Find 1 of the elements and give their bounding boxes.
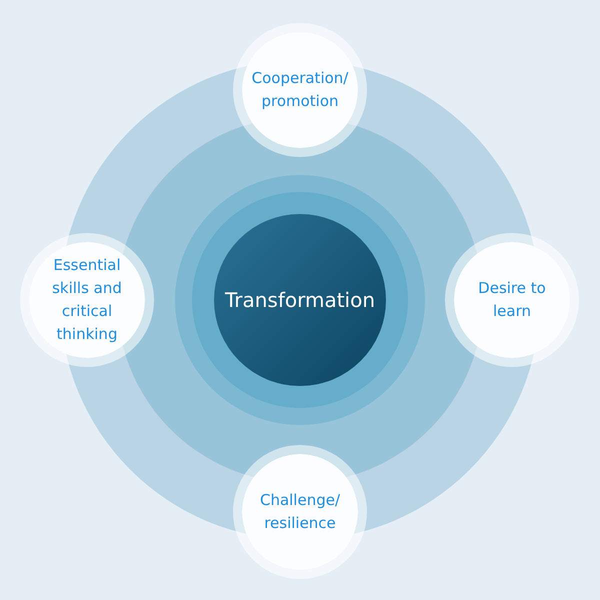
circle-node: Essential skills and critical thinking [20,233,154,367]
